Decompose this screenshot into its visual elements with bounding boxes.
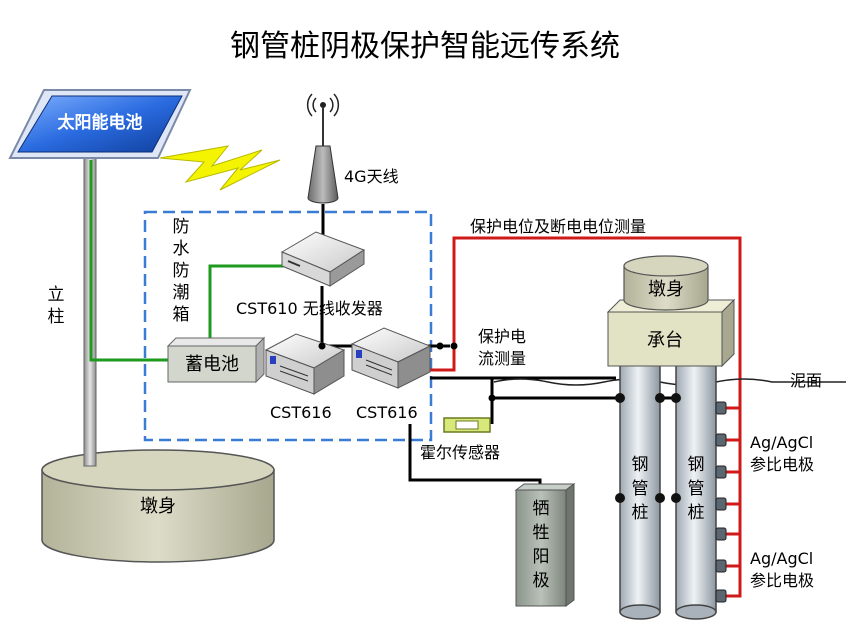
svg-text:牺: 牺: [533, 499, 550, 519]
mudline-label: 泥面: [790, 371, 822, 390]
ref-electrode-1-label-1: Ag/AgCl: [750, 433, 813, 452]
pier-right-label: 墩身: [648, 279, 684, 300]
cst616-right-label: CST616: [356, 403, 418, 422]
svg-text:防: 防: [173, 261, 190, 281]
svg-text:极: 极: [533, 571, 550, 591]
pile-cap-label: 承台: [647, 330, 683, 351]
pile-cap: 承台: [606, 298, 736, 368]
battery-label: 蓄电池: [185, 354, 239, 375]
transceiver-label: CST610 无线收发器: [236, 299, 383, 318]
hall-sensor-label: 霍尔传感器: [420, 443, 500, 462]
svg-text:桩: 桩: [632, 503, 649, 523]
solar-panel-label: 太阳能电池: [58, 112, 143, 133]
steel-pile-right: 钢 管 桩: [675, 349, 717, 620]
junction-dots: [318, 342, 496, 402]
pole-label-1: 立: [48, 285, 65, 305]
current-measure-label-2: 流测量: [478, 349, 526, 368]
hall-sensor-icon: [443, 417, 491, 433]
pier-left-label: 墩身: [140, 496, 176, 517]
sacrificial-anode: 牺 牲 阳 极: [514, 483, 576, 607]
svg-text:钢: 钢: [688, 455, 705, 475]
svg-text:管: 管: [632, 479, 649, 499]
svg-text:桩: 桩: [688, 503, 705, 523]
right-pier: 墩身: [623, 255, 709, 311]
ref-electrode-1-label-2: 参比电极: [750, 455, 814, 474]
steel-pile-left: 钢 管 桩: [619, 349, 661, 620]
reference-electrodes: [715, 401, 727, 603]
left-pier: 墩身: [41, 449, 275, 563]
moisture-proof-box: [143, 210, 433, 442]
cst616-device-icon: [350, 327, 432, 389]
cst616-device-icon: [264, 333, 346, 395]
svg-text:阳: 阳: [533, 547, 550, 567]
ref-electrode-2-label-2: 参比电极: [750, 571, 814, 590]
current-measure-label-1: 保护电: [478, 327, 526, 346]
antenna-icon: [306, 93, 340, 204]
potential-measure-label: 保护电位及断电电位测量: [470, 217, 646, 236]
battery: 蓄电池: [166, 336, 266, 384]
red-wires: [258, 236, 742, 598]
pile-connection-points: [615, 393, 681, 503]
cst616-left-label: CST616: [270, 403, 332, 422]
diagram-title: 钢管桩阴极保护智能远传系统: [230, 29, 620, 64]
ref-electrode-2-label-1: Ag/AgCl: [750, 549, 813, 568]
antenna-label: 4G天线: [344, 167, 399, 186]
transceiver-device-icon: [280, 231, 366, 287]
svg-text:管: 管: [688, 479, 705, 499]
lightning-icon: [159, 145, 281, 191]
moisture-box-label: 防 水 防 潮 箱: [173, 217, 190, 325]
solar-panel-icon: 太阳能电池: [8, 89, 192, 159]
svg-text:牲: 牲: [533, 523, 550, 543]
svg-text:防: 防: [173, 217, 190, 237]
pole-label-2: 柱: [48, 307, 65, 327]
svg-text:水: 水: [173, 239, 190, 259]
svg-text:潮: 潮: [173, 283, 190, 303]
svg-text:箱: 箱: [173, 305, 190, 325]
green-wires: [89, 160, 284, 362]
svg-text:钢: 钢: [632, 455, 649, 475]
